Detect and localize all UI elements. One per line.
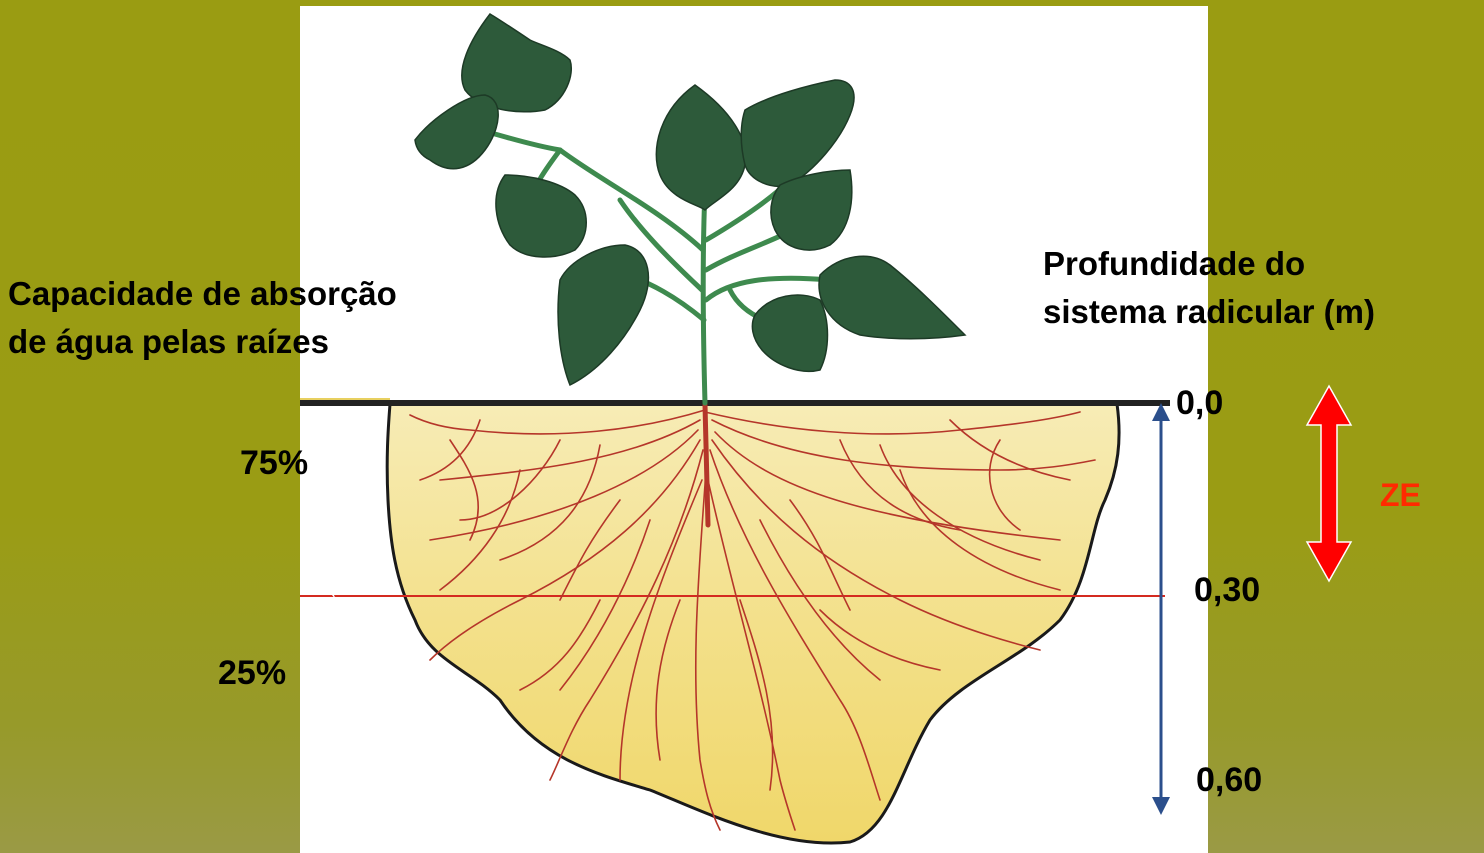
left-title-line2: de água pelas raízes bbox=[8, 318, 397, 366]
plant-leaves bbox=[415, 14, 965, 385]
depth-tick-0-0: 0,0 bbox=[1176, 384, 1223, 423]
right-title-line1: Profundidade do bbox=[1043, 240, 1375, 288]
depth-tick-0-60: 0,60 bbox=[1196, 761, 1262, 800]
left-title: Capacidade de absorção de água pelas raí… bbox=[8, 270, 397, 366]
depth-tick-0-30: 0,30 bbox=[1194, 571, 1260, 610]
right-title-line2: sistema radicular (m) bbox=[1043, 288, 1375, 336]
upper-percentage: 75% bbox=[240, 444, 308, 483]
right-title: Profundidade do sistema radicular (m) bbox=[1043, 240, 1375, 336]
ze-double-arrow-icon bbox=[1307, 386, 1351, 581]
left-title-line1: Capacidade de absorção bbox=[8, 270, 397, 318]
ze-label: ZE bbox=[1380, 477, 1421, 514]
lower-percentage: 25% bbox=[218, 654, 286, 693]
